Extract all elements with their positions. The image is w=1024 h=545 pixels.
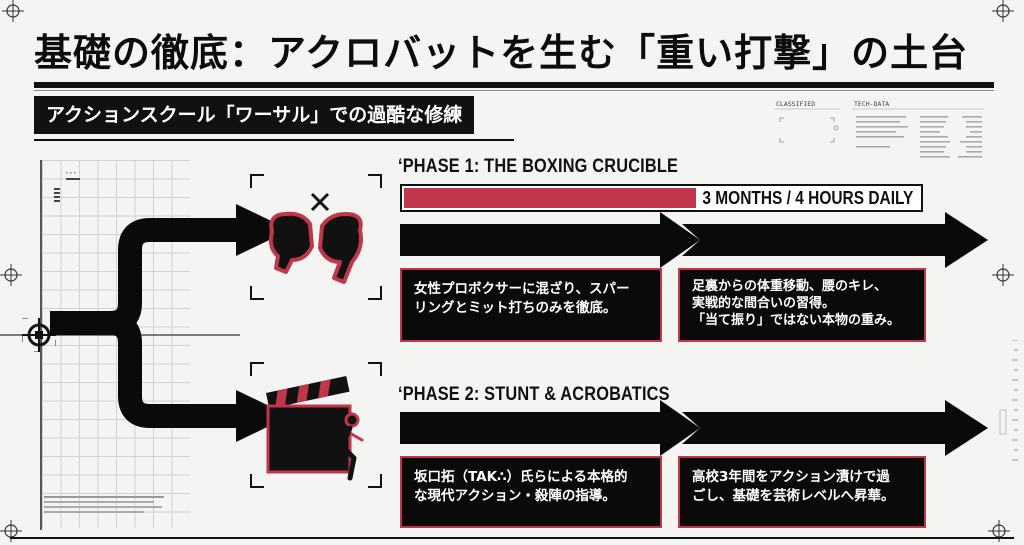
desc-line: リングとミット打ちのみを徹底。: [414, 300, 617, 316]
phase1-duration-fill: [404, 188, 696, 208]
frame-corner: [368, 174, 382, 188]
crosshair-icon: [0, 264, 22, 286]
frame-corner: [368, 474, 382, 488]
phase2-arrow-track: [400, 400, 988, 456]
desc-line: 「当て振り」ではない本物の重み。: [692, 313, 901, 328]
fine-print: [44, 492, 184, 513]
section-subtitle: アクションスクール「ワーサル」での過酷な修練: [34, 96, 475, 134]
title-divider-thin: [34, 90, 994, 91]
subtitle-underline: [34, 139, 514, 141]
boxing-gloves-icon: [268, 192, 363, 284]
desc-line: な現代アクション・殺陣の指導。: [414, 488, 616, 504]
phase1-description-1: 女性プロボクサーに混ざり、スパー リングとミット打ちのみを徹底。: [400, 268, 662, 342]
crosshair-icon: [992, 0, 1014, 22]
crosshair-icon: [992, 264, 1014, 286]
boxing-icon-frame: [250, 174, 382, 300]
grid-decoration: [54, 172, 80, 202]
phase2-description-1: 坂口拓（TAK∴）氏らによる本格的 な現代アクション・殺陣の指導。: [400, 456, 662, 528]
frame-corner: [250, 174, 264, 188]
clapperboard-kick-icon: [266, 375, 364, 481]
phase2-description-2: 高校3年間をアクション漬けで過 ごし、基礎を芸術レベルへ昇華。: [678, 456, 926, 528]
phase1-arrow-track: [400, 212, 988, 268]
phase1-duration-bar: 3 MONTHS / 4 HOURS DAILY: [400, 184, 923, 212]
frame-corner: [250, 362, 264, 376]
tech-data-panel: CLASSIFIED TECH-DATA: [770, 98, 986, 168]
tech-data-decoration: [774, 108, 984, 158]
frame-corner: [250, 474, 264, 488]
desc-line: 坂口拓（TAK∴）氏らによる本格的: [414, 469, 628, 485]
frame-corner: [368, 362, 382, 376]
stunt-icon-frame: [250, 362, 382, 488]
title-divider: [34, 82, 994, 88]
phase1-duration-label: 3 MONTHS / 4 HOURS DAILY: [701, 188, 913, 208]
crosshair-icon: [2, 0, 24, 22]
desc-line: ごし、基礎を芸術レベルへ昇華。: [692, 488, 895, 504]
page-title: 基礎の徹底：アクロバットを生む「重い打撃」の土台: [34, 31, 969, 75]
phase1-description-2: 足裏からの体重移動、腰のキレ、 実戦的な間合いの習得。 「当て振り」ではない本物…: [678, 268, 926, 342]
phase1-title: ‘PHASE 1: THE BOXING CRUCIBLE: [398, 156, 679, 177]
bottom-divider: [10, 537, 1014, 539]
branch-arrows: [50, 204, 290, 442]
desc-line: 高校3年間をアクション漬けで過: [692, 469, 890, 485]
desc-line: 足裏からの体重移動、腰のキレ、: [692, 279, 888, 294]
tech-data-label: TECH-DATA: [854, 100, 890, 108]
desc-line: 女性プロボクサーに混ざり、スパー: [414, 281, 630, 297]
side-ruler: [999, 340, 1018, 461]
desc-line: 実戦的な間合いの習得。: [692, 296, 836, 311]
frame-corner: [250, 286, 264, 300]
classified-label: CLASSIFIED: [776, 100, 816, 108]
phase2-title: ‘PHASE 2: STUNT & ACROBATICS: [398, 384, 670, 405]
frame-corner: [368, 286, 382, 300]
